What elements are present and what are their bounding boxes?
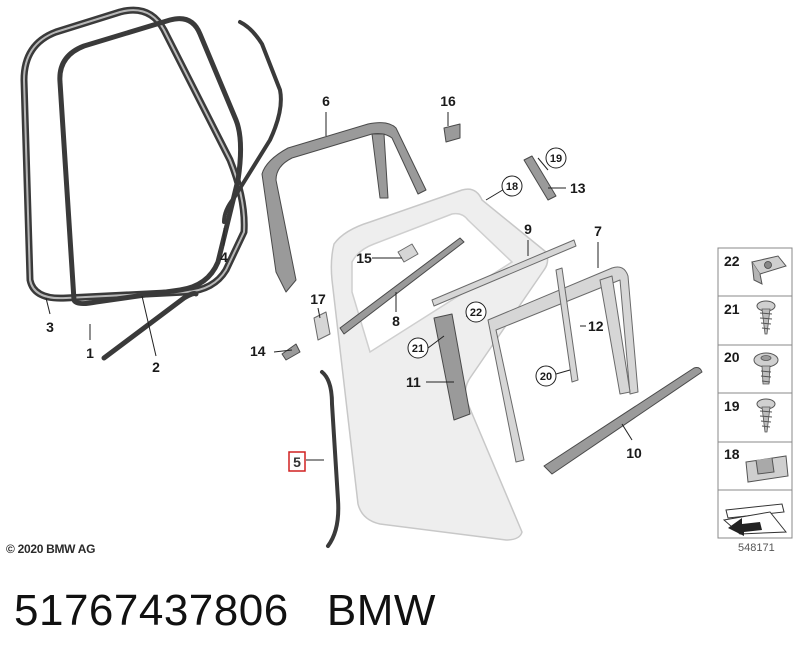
part-10-lower-seal (543, 367, 703, 475)
callout-4: 4 (220, 249, 228, 265)
callout-6: 6 (322, 93, 330, 109)
callout-5-highlighted: 5 (288, 451, 306, 472)
part-9-belt-strip-outer (431, 239, 577, 307)
svg-text:21: 21 (412, 343, 424, 355)
svg-text:22: 22 (470, 307, 482, 319)
callout-17: 17 (310, 291, 326, 307)
door-body (330, 188, 549, 541)
legend-number-20: 20 (724, 349, 740, 365)
svg-text:5: 5 (293, 454, 301, 470)
image-number: 548171 (738, 542, 775, 554)
svg-text:18: 18 (506, 181, 518, 193)
callout-21: 21 (407, 337, 429, 359)
callout-22: 22 (465, 301, 487, 323)
svg-text:19: 19 (550, 153, 562, 165)
callout-1: 1 (86, 345, 94, 361)
callout-9: 9 (524, 221, 532, 237)
callout-20: 20 (535, 365, 557, 387)
part-6-window-channel (261, 122, 427, 293)
fastener-legend: 22 21 20 19 18 (717, 247, 793, 539)
legend-number-21: 21 (724, 301, 740, 317)
callout-14: 14 (250, 343, 266, 359)
part-3-door-seal-outer (20, 6, 248, 302)
part-number: 51767437806 (14, 586, 289, 635)
callout-16: 16 (440, 93, 456, 109)
callout-8: 8 (392, 313, 400, 329)
part-1-door-seal-inner (57, 16, 244, 307)
callout-15: 15 (356, 250, 372, 266)
callout-13: 13 (570, 180, 586, 196)
callout-19: 19 (545, 147, 567, 169)
part-number-caption: 51767437806 BMW (14, 586, 436, 636)
callout-3: 3 (46, 319, 54, 335)
part-2-sill-seal (101, 291, 199, 361)
circled-callouts: 18 19 20 21 22 (407, 147, 567, 387)
brand-name: BMW (326, 586, 436, 635)
tapping-screw-icon (756, 300, 776, 335)
part-5-door-edge-seal (320, 370, 341, 548)
part-13-channel-strip (523, 155, 557, 201)
callout-18: 18 (501, 175, 523, 197)
tapping-screw-icon (756, 398, 776, 433)
part-11-pillar-trim (433, 313, 471, 421)
bracket-clip-icon (745, 455, 789, 483)
part-14-cover (281, 343, 301, 361)
part-17-clip (313, 311, 331, 341)
callout-labels: 1 2 3 4 6 7 8 9 10 11 12 13 14 15 16 17 (46, 93, 642, 461)
part-15-bracket (397, 243, 419, 263)
legend-number-19: 19 (724, 398, 740, 414)
legend-number-22: 22 (724, 253, 740, 269)
callout-7: 7 (594, 223, 602, 239)
part-4-frame-seal (222, 20, 283, 224)
arrow-note-icon (722, 503, 788, 536)
legend-number-18: 18 (724, 446, 740, 462)
part-8-belt-strip-inner (339, 237, 465, 335)
copyright-notice: © 2020 BMW AG (6, 542, 96, 556)
part-16-cap (443, 123, 461, 143)
part-7-window-guide (487, 266, 639, 463)
callout-12: 12 (588, 318, 604, 334)
svg-text:20: 20 (540, 371, 552, 383)
pan-head-screw-icon (753, 352, 779, 385)
callout-2: 2 (152, 359, 160, 375)
callout-11: 11 (406, 374, 421, 390)
clip-nut-icon (751, 255, 787, 285)
callout-10: 10 (626, 445, 642, 461)
part-12-guide-strip (555, 267, 579, 383)
